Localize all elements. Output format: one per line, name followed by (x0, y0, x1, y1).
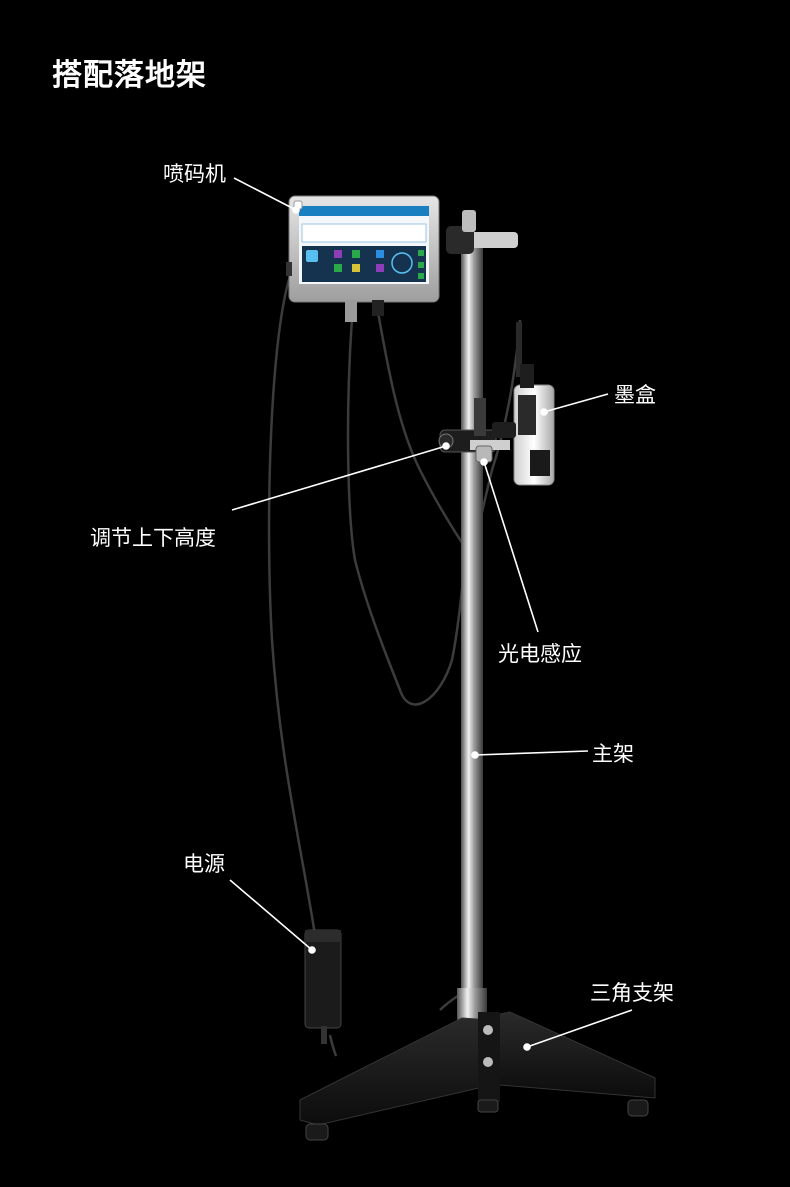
label-main-pole: 主架 (592, 742, 634, 766)
page-title: 搭配落地架 (52, 58, 207, 93)
top-clamp (446, 210, 518, 254)
cables (267, 269, 522, 1057)
label-ink-cartridge: 墨盒 (614, 383, 656, 407)
label-printer: 喷码机 (163, 162, 226, 186)
tripod-base (299, 1011, 656, 1141)
label-photo-sensor: 光电感应 (498, 642, 582, 666)
callout-lines (229, 177, 633, 1051)
printer-device (286, 195, 440, 322)
label-power-supply: 电源 (183, 852, 225, 876)
main-pole (461, 240, 483, 1040)
power-supply (304, 929, 342, 1044)
ink-cartridge (492, 322, 555, 486)
label-height-adjust: 调节上下高度 (90, 526, 216, 550)
label-tripod-base: 三角支架 (590, 981, 674, 1005)
